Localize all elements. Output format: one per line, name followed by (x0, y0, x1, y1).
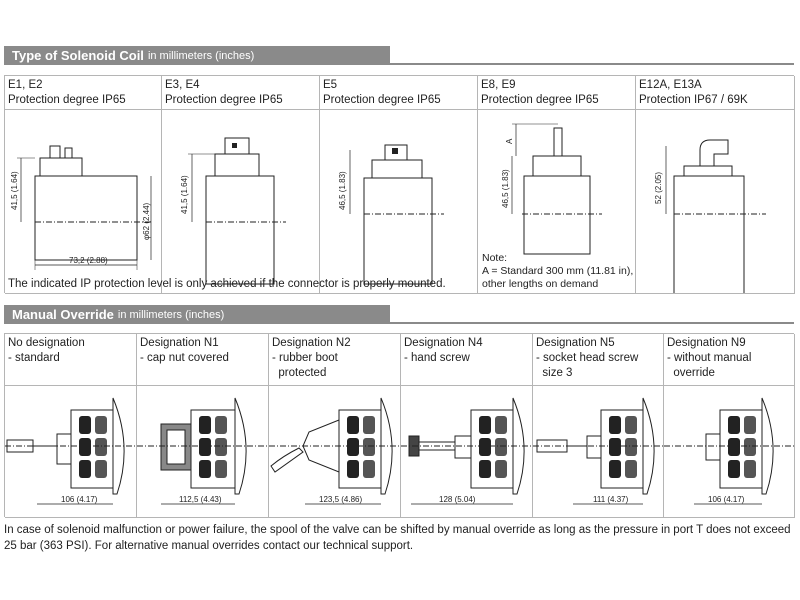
override-desc: - socket head screw size 3 (536, 352, 639, 379)
note-text: A = Standard 300 mm (11.81 in), other le… (482, 265, 634, 290)
ip-notice: The indicated IP protection level is onl… (8, 278, 446, 290)
coil-protection: Protection IP67 / 69K (639, 94, 748, 106)
override-desc: - without manual override (667, 352, 752, 379)
override-designation: Designation N4 (404, 337, 483, 349)
coil-section-unit: in millimeters (inches) (147, 49, 255, 62)
override-standard-svg: 106 (4.17) (5, 397, 135, 505)
override-head-n4: Designation N4 - hand screw (401, 334, 533, 386)
dim-label: A (505, 138, 514, 144)
note-label: Note: (482, 252, 508, 264)
coil-e8e9-svg: A 46,5 (1.83) (501, 123, 602, 255)
override-n4-svg: 128 (5.04) (401, 397, 531, 505)
override-section-rule (390, 322, 794, 324)
override-designation: Designation N2 (272, 337, 351, 349)
override-designation: Designation N9 (667, 337, 746, 349)
override-drawing-n1: 112,5 (4.43) (137, 386, 269, 518)
coil-e12e13-svg: 52 (2.05) (654, 139, 766, 293)
dim-label: 111 (4.37) (593, 495, 629, 504)
coil-section-header: Type of Solenoid Coil in millimeters (in… (4, 46, 390, 65)
dim-label: 52 (2.05) (654, 172, 663, 204)
override-n9-svg: 106 (4.17) (664, 397, 794, 505)
coil-head-e12e13: E12A, E13A Protection IP67 / 69K (636, 76, 795, 110)
override-desc: - hand screw (404, 352, 470, 364)
override-head-n9: Designation N9 - without manual override (664, 334, 795, 386)
override-designation: Designation N1 (140, 337, 219, 349)
dim-label: 46,5 (1.83) (338, 171, 347, 210)
coil-drawing-e3e4: 41,5 (1.64) (162, 110, 320, 294)
coil-section-title: Type of Solenoid Coil (12, 48, 144, 63)
coil-types: E12A, E13A (639, 79, 702, 91)
coil-drawing-e8e9: A 46,5 (1.83) Note: A = Standard 300 mm … (478, 110, 636, 294)
override-head-n5: Designation N5 - socket head screw size … (533, 334, 664, 386)
coil-types: E8, E9 (481, 79, 516, 91)
override-designation: No designation (8, 337, 85, 349)
dim-label: 106 (4.17) (61, 495, 98, 504)
coil-head-e5: E5 Protection degree IP65 (320, 76, 478, 110)
dim-label: 41,5 (1.64) (10, 171, 19, 210)
coil-e5-svg: 46,5 (1.83) (338, 144, 444, 285)
footer-text: In case of solenoid malfunction or power… (4, 524, 791, 552)
coil-drawing-e1e2: 41,5 (1.64) φ62 (2.44) 73,2 (2.88) (5, 110, 162, 294)
coil-protection: Protection degree IP65 (8, 94, 126, 106)
override-table: No designation - standard Designation N1… (4, 333, 795, 518)
coil-protection: Protection degree IP65 (165, 94, 283, 106)
override-drawing-n5: 111 (4.37) (533, 386, 664, 518)
override-section-header: Manual Override in millimeters (inches) (4, 305, 390, 324)
override-section-unit: in millimeters (inches) (117, 308, 225, 321)
dim-label: 123,5 (4.86) (319, 495, 362, 504)
override-drawing-standard: 106 (4.17) (5, 386, 137, 518)
override-n5-svg: 111 (4.37) (533, 397, 663, 505)
coil-protection: Protection degree IP65 (323, 94, 441, 106)
coil-e1e2-svg: 41,5 (1.64) φ62 (2.44) 73,2 (2.88) (10, 145, 153, 270)
dim-label: 128 (5.04) (439, 495, 476, 504)
dim-label: 112,5 (4.43) (179, 495, 222, 504)
dim-label: φ62 (2.44) (142, 202, 151, 240)
coil-head-e3e4: E3, E4 Protection degree IP65 (162, 76, 320, 110)
coil-head-e8e9: E8, E9 Protection degree IP65 (478, 76, 636, 110)
override-head-n2: Designation N2 - rubber boot protected (269, 334, 401, 386)
dim-label: 41,5 (1.64) (180, 175, 189, 214)
override-drawing-n4: 128 (5.04) (401, 386, 533, 518)
coil-types: E5 (323, 79, 338, 91)
note: Note: A = Standard 300 mm (11.81 in), ot… (482, 252, 634, 291)
override-n2-svg: 123,5 (4.86) (269, 397, 399, 505)
override-desc: - cap nut covered (140, 352, 229, 364)
dim-label: 73,2 (2.88) (69, 256, 108, 265)
override-drawing-n2: 123,5 (4.86) (269, 386, 401, 518)
override-n1-svg: 112,5 (4.43) (137, 397, 267, 505)
override-head-standard: No designation - standard (5, 334, 137, 386)
coil-e3e4-svg: 41,5 (1.64) (180, 137, 286, 285)
override-designation: Designation N5 (536, 337, 615, 349)
coil-head-e1e2: E1, E2 Protection degree IP65 (5, 76, 162, 110)
coil-drawing-e12e13: 52 (2.05) (636, 110, 795, 294)
override-drawing-n9: 106 (4.17) (664, 386, 795, 518)
coil-table: E1, E2 Protection degree IP65 E3, E4 Pro… (4, 75, 795, 294)
coil-section-rule (390, 63, 794, 65)
coil-protection: Protection degree IP65 (481, 94, 599, 106)
dim-label: 106 (4.17) (708, 495, 745, 504)
override-section-title: Manual Override (12, 307, 114, 322)
coil-types: E3, E4 (165, 79, 200, 91)
coil-types: E1, E2 (8, 79, 43, 91)
coil-drawing-e5: 46,5 (1.83) (320, 110, 478, 294)
override-desc: - rubber boot protected (272, 352, 338, 379)
override-desc: - standard (8, 352, 60, 364)
dim-label: 46,5 (1.83) (501, 169, 510, 208)
override-head-n1: Designation N1 - cap nut covered (137, 334, 269, 386)
